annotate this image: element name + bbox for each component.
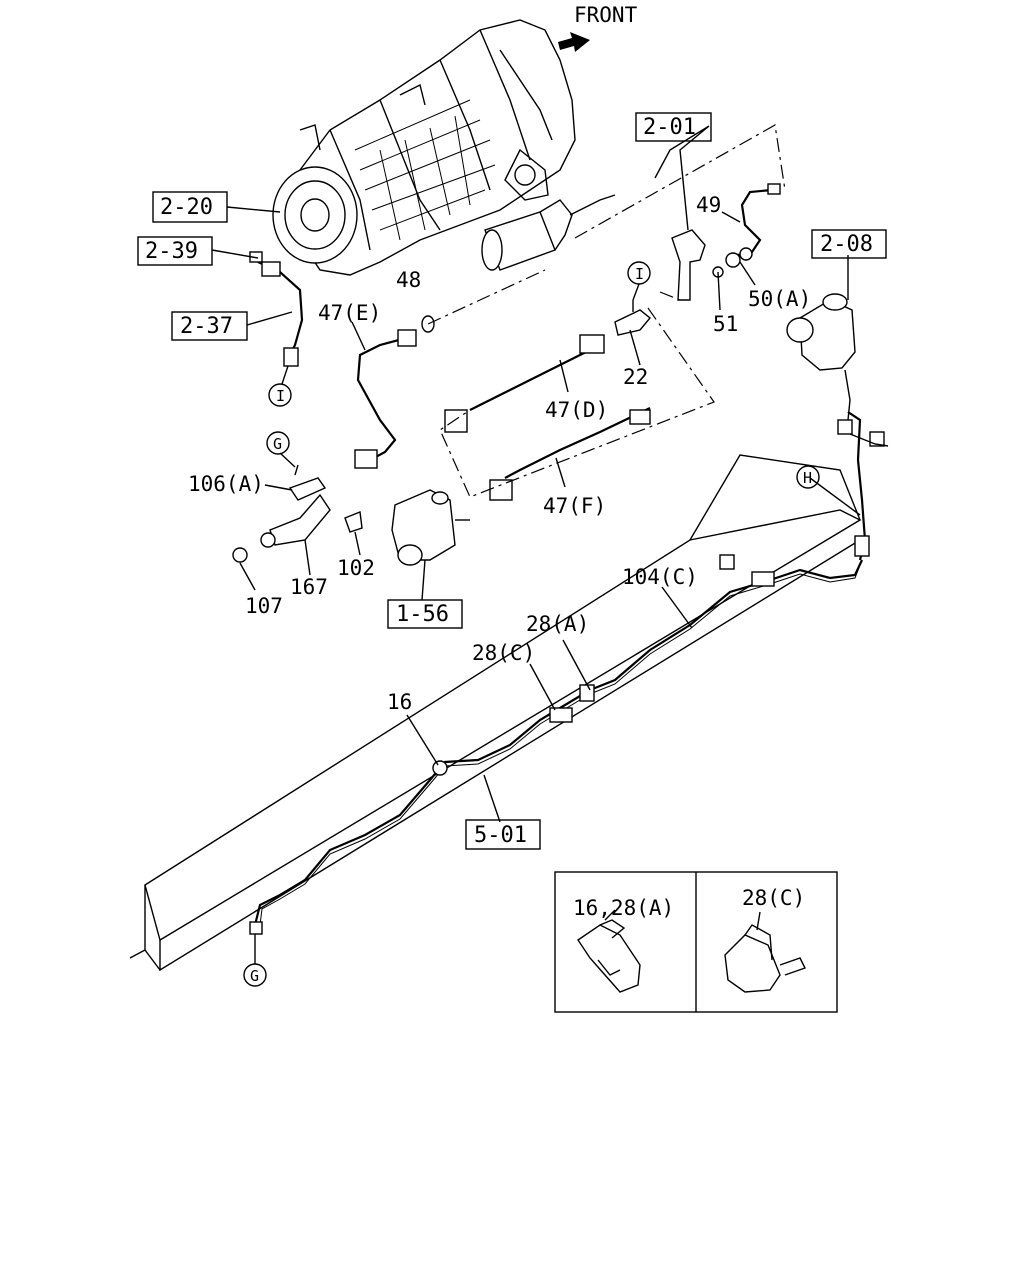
ref-box-label: 2-39 [145, 239, 198, 264]
label-102: 102 [337, 556, 375, 580]
reservoir [786, 255, 856, 421]
ref-box-label: 5-01 [474, 823, 527, 848]
front-arrow-icon [558, 32, 590, 52]
label-47f: 47(F) [543, 494, 606, 518]
inset-label-16-28a: 16,28(A) [573, 896, 674, 920]
connector-letter: G [273, 435, 282, 453]
front-label: FRONT [574, 3, 638, 27]
connector-letter: H [803, 469, 812, 487]
slave-cylinder [481, 194, 616, 271]
inset-detail [554, 871, 838, 1013]
ref-box-label: 2-08 [820, 232, 873, 257]
ref-box-2-20[interactable]: 2-20 [152, 191, 228, 223]
ref-box-2-39[interactable]: 2-39 [137, 236, 213, 266]
connector-letter: I [276, 387, 285, 405]
label-28c: 28(C) [472, 641, 535, 665]
ref-box-2-37[interactable]: 2-37 [171, 311, 248, 341]
label-49: 49 [696, 193, 721, 217]
ref-box-2-08[interactable]: 2-08 [811, 229, 887, 259]
label-28a: 28(A) [526, 612, 589, 636]
front-indicator: FRONT [558, 3, 638, 52]
ref-box-label: 1-56 [396, 602, 449, 627]
label-22: 22 [623, 365, 648, 389]
label-47e: 47(E) [318, 301, 381, 325]
ref-box-1-56[interactable]: 1-56 [387, 599, 463, 629]
frame-rail [129, 454, 862, 972]
label-104c: 104(C) [622, 565, 698, 589]
label-48: 48 [396, 268, 421, 292]
label-106a: 106(A) [188, 472, 264, 496]
connector-letter: I [635, 265, 644, 283]
label-167: 167 [290, 575, 328, 599]
valve-1-56 [391, 489, 470, 601]
ref-box-label: 2-20 [160, 195, 213, 220]
ref-box-label: 2-37 [180, 314, 233, 339]
connector-i-left: I [268, 365, 292, 407]
label-47d: 47(D) [545, 398, 608, 422]
ref-box-2-01[interactable]: 2-01 [635, 112, 712, 142]
connector-h: H [796, 465, 820, 489]
label-107: 107 [245, 594, 283, 618]
label-51: 51 [713, 312, 738, 336]
label-16: 16 [387, 690, 412, 714]
ref-box-label: 2-01 [643, 115, 696, 140]
connector-i-top: I [627, 261, 651, 301]
label-50a: 50(A) [748, 287, 811, 311]
connector-letter: G [250, 967, 259, 985]
connector-g-top: G [266, 431, 296, 468]
ref-box-5-01[interactable]: 5-01 [465, 819, 541, 850]
inset-label-28c: 28(C) [742, 886, 805, 910]
connector-g-bottom: G [243, 934, 267, 987]
transmission-assembly [272, 19, 576, 276]
